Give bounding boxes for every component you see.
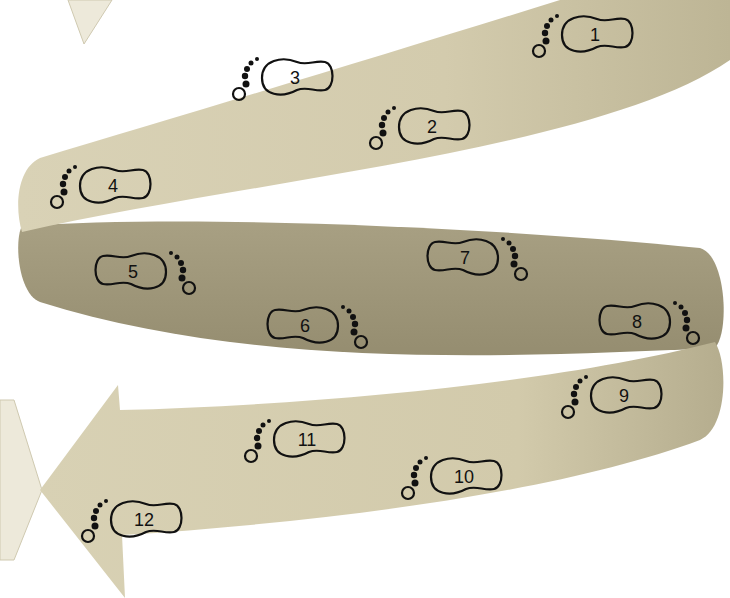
step-number: 10 [454,468,474,486]
footprint-outline [396,447,506,507]
footprint: 11 [239,410,349,470]
step-number: 12 [134,511,154,529]
step-number: 11 [298,431,317,449]
step-number: 8 [632,313,642,331]
ribbon-top [18,0,730,232]
step-number: 9 [619,387,629,405]
footprint-outline [45,156,155,216]
pale-arrow [68,0,112,44]
footprint: 1 [527,5,637,65]
step-number: 7 [460,249,470,267]
footprint-outline [556,366,666,426]
footprint-outline [76,490,186,550]
footprint-outline [227,48,337,108]
step-number: 4 [108,177,118,195]
footprint: 8 [595,292,705,352]
footprint: 12 [76,490,186,550]
footprint: 9 [556,366,666,426]
ribbon-middle [18,222,724,356]
footprint-outline [263,296,373,356]
footprint: 4 [45,156,155,216]
footprint-outline [239,410,349,470]
step-number: 2 [427,118,437,136]
footprint: 10 [396,447,506,507]
footprint-outline [364,97,474,157]
ribbon-bottom [40,342,723,598]
step-number: 5 [128,263,138,281]
step-number: 1 [590,26,600,44]
step-number: 6 [300,317,310,335]
footprint: 7 [423,228,533,288]
footprint-outline [423,228,533,288]
footprint-outline [91,242,201,302]
step-number: 3 [290,69,300,87]
footprint: 6 [263,296,373,356]
footprint-outline [527,5,637,65]
pale-arrow [0,400,42,560]
footprint: 5 [91,242,201,302]
footprint: 3 [227,48,337,108]
footprint-outline [595,292,705,352]
footprint: 2 [364,97,474,157]
